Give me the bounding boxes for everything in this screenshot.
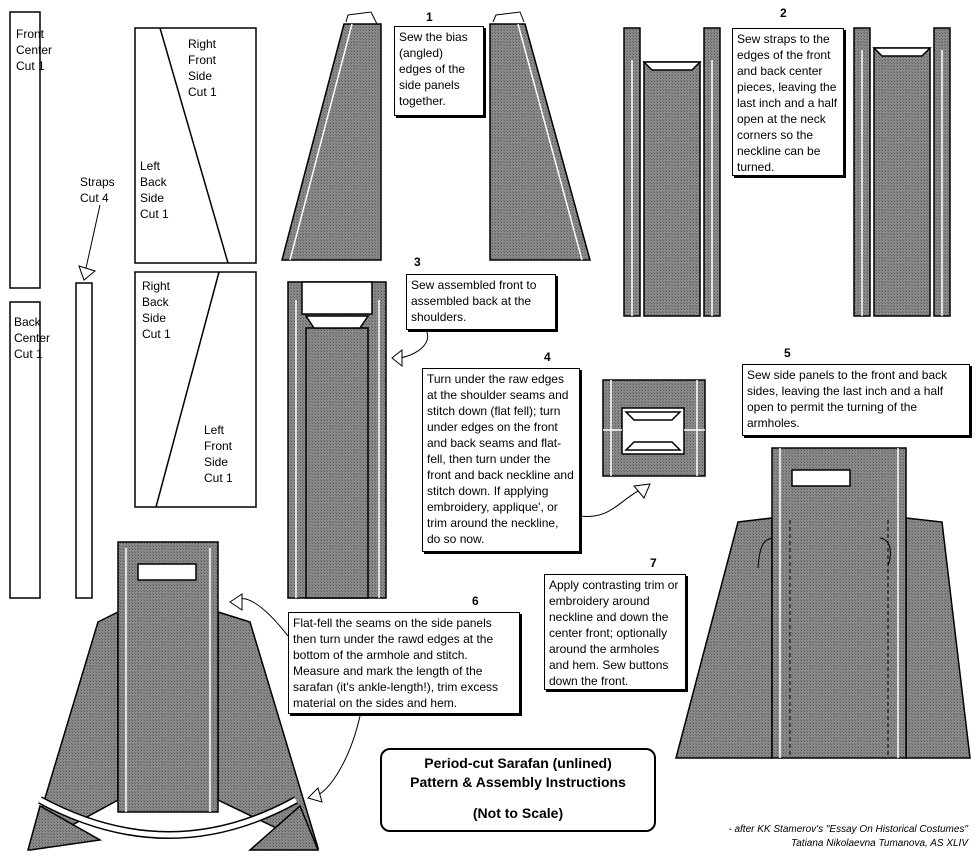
front-center-piece [9, 11, 41, 289]
finished-sarafan [27, 541, 320, 851]
back-center-piece [9, 301, 41, 599]
label-left-back-side: Left Back Side Cut 1 [140, 159, 169, 221]
strap-piece [75, 282, 93, 599]
step-5-number: 5 [784, 346, 791, 360]
credit-line-2: Tatiana Nikolaevna Tumanova, AS XLIV [791, 838, 968, 849]
label-right-front-side: Right Front Side Cut 1 [188, 37, 217, 99]
step-1-instructions: Sew the bias (angled) edges of the side … [394, 26, 484, 116]
label-straps: Straps Cut 4 [80, 175, 115, 205]
step-1-number: 1 [426, 10, 433, 24]
step-4-instructions: Turn under the raw edges at the shoulder… [422, 368, 580, 552]
front-with-straps [623, 27, 721, 317]
step-3-instructions: Sew assembled front to assembled back at… [406, 274, 556, 330]
title-line-2: Pattern & Assembly Instructions [410, 774, 626, 790]
back-with-straps [853, 27, 951, 317]
step-3-number: 3 [414, 255, 421, 269]
step-6-instructions: Flat-fell the seams on the side panels t… [288, 612, 520, 714]
step-2-instructions: Sew straps to the edges of the front and… [732, 28, 844, 176]
side-panels-attached [675, 447, 971, 759]
neckline-detail [602, 379, 706, 477]
step-5-instructions: Sew side panels to the front and back si… [742, 364, 970, 436]
title-box: Period-cut Sarafan (unlined) Pattern & A… [380, 748, 656, 832]
back-front-side-piece [134, 271, 257, 508]
step-2-number: 2 [780, 6, 787, 20]
step-7-instructions: Apply contrasting trim or embroidery aro… [544, 574, 686, 690]
credit-line-1: - after KK Stamerov's "Essay On Historic… [728, 824, 968, 835]
label-left-front-side: Left Front Side Cut 1 [204, 423, 233, 485]
side-panel-assembled-right [489, 23, 591, 261]
label-front-center: Front Center Cut 1 [16, 27, 53, 73]
step-4-number: 4 [544, 350, 551, 364]
title-line-1: Period-cut Sarafan (unlined) [424, 755, 612, 771]
step-6-number: 6 [472, 594, 479, 608]
side-panel-assembled-left [281, 23, 382, 261]
title-line-3: (Not to Scale) [472, 805, 564, 821]
front-back-side-piece [134, 27, 257, 264]
step-7-number: 7 [650, 556, 657, 570]
shoulder-assembly [287, 281, 387, 599]
label-back-center: Back Center Cut 1 [14, 315, 51, 361]
label-right-back-side: Right Back Side Cut 1 [142, 279, 171, 341]
